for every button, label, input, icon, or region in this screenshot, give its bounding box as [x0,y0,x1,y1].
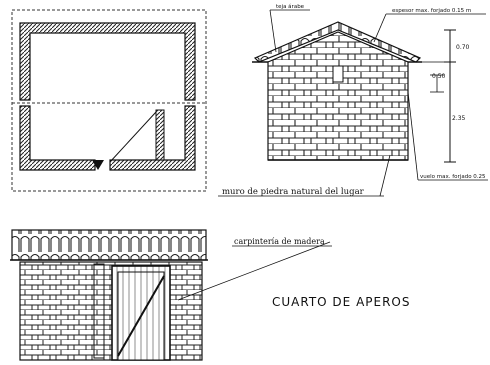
plan-wall-lower-right [109,105,196,171]
shed-door-brace [117,275,165,357]
elevation-stone-wall [267,31,409,161]
floor-plan [11,9,207,192]
label-muro: muro de piedra natural del lugar [222,187,365,197]
elevation-vent [332,65,344,83]
plan-door-leaf [109,111,157,163]
leader-carpinteria [177,241,331,301]
leader-vuelo [407,91,419,181]
label-teja: teja árabe [276,3,305,10]
dimension-2-35: 2.35 [452,115,466,122]
leader-espesor [373,13,387,43]
leader-teja [269,9,277,53]
plan-dashed-boundary [11,9,207,192]
plan-wall-upper [19,22,196,101]
label-vuelo: vuelo max. forjado 0.25 [420,174,486,180]
label-espesor: espesor max. forjado 0.15 m [392,8,471,14]
dimension-0-50: 0.50 [432,73,446,80]
shed-stone-wall [19,261,203,361]
front-elevation: 0.70 0.50 2.35 teja árabe espesor max. f… [218,3,488,197]
dimension-0-70: 0.70 [456,44,470,51]
plan-door-jamb [92,160,104,170]
drawing-title: CUARTO DE APEROS [272,295,411,309]
plan-wall-lower-left [19,105,96,171]
plan-wall-stub [155,109,165,161]
shed-roof-tiles [11,229,207,261]
leader-muro [379,154,391,197]
shed-view: carpintería de madera [10,229,332,361]
label-carpinteria: carpintería de madera [234,237,325,246]
